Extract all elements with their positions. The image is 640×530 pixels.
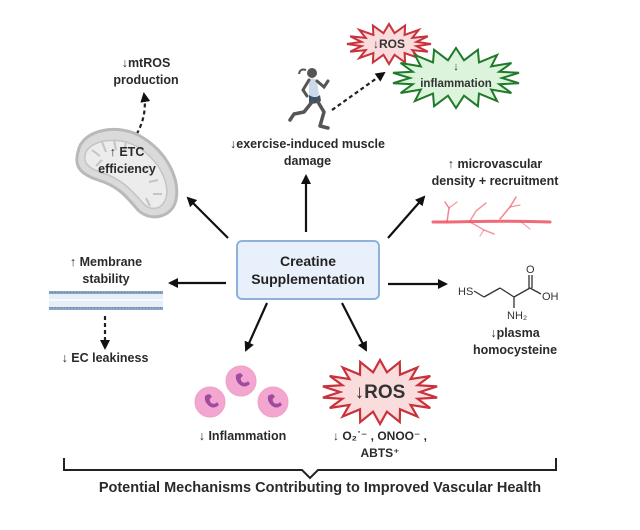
arrow-to-microvascular bbox=[387, 195, 426, 239]
mtros-label-line2: production bbox=[113, 73, 179, 87]
arrow-to-mitochondria bbox=[186, 196, 229, 239]
microvascular-label: ↑ microvascular density + recruitment bbox=[420, 156, 570, 190]
etc-label-line2: efficiency bbox=[98, 162, 156, 176]
ros-species-line1: ↓ O₂˙⁻ , ONOO⁻ , bbox=[332, 429, 427, 443]
membrane-label-line1: ↑ Membrane bbox=[69, 255, 143, 269]
mitochondria-icon bbox=[75, 128, 179, 219]
immune-cell bbox=[194, 386, 226, 418]
ec-leakiness-label: ↓ EC leakiness bbox=[61, 351, 149, 365]
chem-oh: OH bbox=[542, 291, 559, 303]
summary-bracket bbox=[63, 458, 557, 480]
homocysteine-label: ↓plasma homocysteine bbox=[460, 325, 570, 359]
immune-cells-icon bbox=[194, 365, 289, 418]
exercise-label-line2: damage bbox=[283, 154, 332, 168]
arrow-to-ros bbox=[341, 302, 367, 352]
runner-icon bbox=[288, 68, 330, 130]
inflammation-burst-label: inflammation bbox=[420, 78, 492, 90]
ros-species-label: ↓ O₂˙⁻ , ONOO⁻ , ABTS⁺ bbox=[325, 428, 435, 462]
exercise-label-line1: ↓exercise-induced muscle bbox=[230, 137, 385, 151]
ros-burst-small: ↓ROS bbox=[346, 22, 432, 66]
microvascular-label-line1: ↑ microvascular bbox=[447, 157, 543, 171]
mtros-label-line1: ↓mtROS bbox=[121, 56, 171, 70]
chem-hs: HS bbox=[458, 286, 473, 298]
footer-title: Potential Mechanisms Contributing to Imp… bbox=[98, 480, 542, 496]
dashed-arrow-exercise-ros bbox=[331, 71, 386, 111]
mtros-label: ↓mtROS production bbox=[96, 55, 196, 89]
blood-vessel-icon bbox=[431, 196, 552, 237]
chem-o: O bbox=[526, 264, 535, 276]
etc-efficiency-label: ↑ ETC efficiency bbox=[87, 144, 167, 178]
homocysteine-label-line1: ↓plasma bbox=[490, 326, 540, 340]
chem-nh2: NH₂ bbox=[507, 310, 527, 322]
dashed-arrow-mtros bbox=[132, 92, 151, 141]
inflammation-label: ↓ Inflammation bbox=[198, 429, 287, 443]
exercise-damage-label: ↓exercise-induced muscle damage bbox=[220, 136, 395, 170]
inflammation-burst: ↓ inflammation bbox=[392, 46, 520, 110]
membrane-icon bbox=[49, 291, 163, 310]
ros-burst-large-label: ↓ROS bbox=[355, 382, 406, 403]
homocysteine-structure: HS OH O NH₂ bbox=[458, 264, 559, 322]
membrane-label-line2: stability bbox=[82, 272, 130, 286]
arrow-to-immune bbox=[244, 302, 269, 352]
immune-cell bbox=[257, 386, 289, 418]
center-line-2: Supplementation bbox=[251, 271, 365, 287]
etc-label-line1: ↑ ETC bbox=[109, 145, 145, 159]
creatine-supplementation-box: Creatine Supplementation bbox=[236, 240, 380, 300]
microvascular-label-line2: density + recruitment bbox=[431, 174, 559, 188]
ros-burst-large: ↓ROS bbox=[322, 357, 438, 427]
ros-species-line2: ABTS⁺ bbox=[360, 446, 400, 460]
membrane-stability-label: ↑ Membrane stability bbox=[56, 254, 156, 288]
inflammation-burst-arrow: ↓ bbox=[453, 61, 459, 73]
immune-cell bbox=[225, 365, 257, 397]
center-line-1: Creatine bbox=[279, 253, 337, 269]
ros-burst-small-label: ↓ROS bbox=[373, 37, 405, 51]
homocysteine-label-line2: homocysteine bbox=[472, 343, 558, 357]
